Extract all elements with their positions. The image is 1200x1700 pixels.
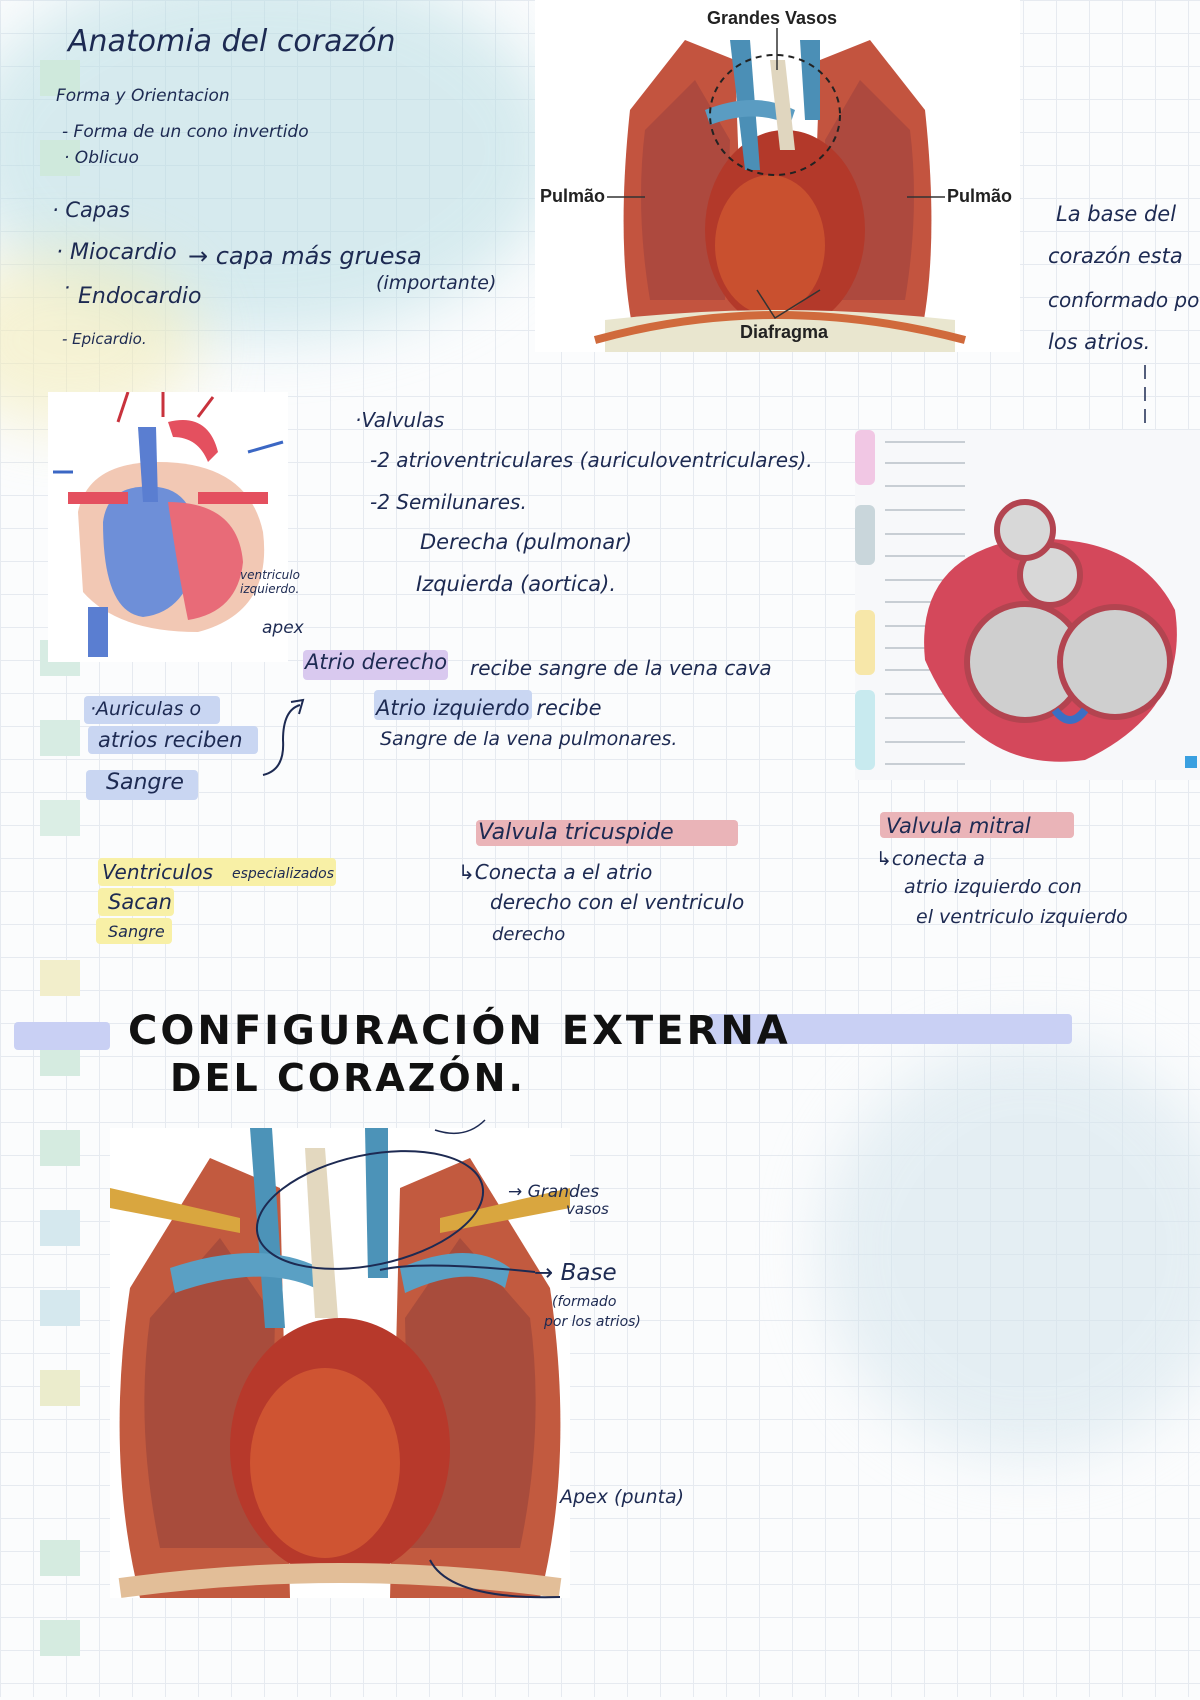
section-title-line-2: DEL CORAZÓN. bbox=[170, 1056, 526, 1100]
highlight-mitral bbox=[880, 812, 1074, 838]
valvulas-line-3: Derecha (pulmonar) bbox=[420, 530, 633, 554]
mitral-heading: Valvula mitral bbox=[886, 814, 1031, 838]
tricuspide-line-2: derecho con el ventriculo bbox=[490, 890, 745, 914]
atrio-izquierdo-line-2: Sangre de la vena pulmonares. bbox=[380, 728, 678, 750]
mitral-line-1: ↳conecta a bbox=[876, 848, 985, 870]
label-pulmao-left: Pulmão bbox=[540, 186, 606, 206]
color-strip bbox=[40, 1210, 80, 1246]
highlight-ventriculos-2 bbox=[98, 888, 174, 916]
forma-line-1: - Forma de un cono invertido bbox=[62, 122, 309, 142]
color-strip bbox=[40, 140, 80, 176]
base-note-line-3: conformado por bbox=[1048, 288, 1200, 312]
capas-heading: · Capas bbox=[52, 198, 131, 222]
mitral-line-2: atrio izquierdo con bbox=[904, 876, 1082, 898]
valvulas-line-4: Izquierda (aortica). bbox=[416, 572, 617, 596]
highlight-auriculas-1 bbox=[84, 696, 220, 724]
section-title-line-1: CONFIGURACIÓN EXTERNA bbox=[128, 1008, 791, 1054]
tricuspide-line-1: ↳Conecta a el atrio bbox=[458, 860, 653, 884]
forma-line-2: · Oblicuo bbox=[64, 148, 139, 168]
notes-title: Anatomia del corazón bbox=[68, 24, 396, 59]
label-pulmao-right: Pulmão bbox=[947, 186, 1013, 206]
arrow-to-atrio bbox=[262, 698, 305, 776]
thorax-figure-top bbox=[535, 0, 1020, 352]
bottom-label-vasos: vasos bbox=[566, 1200, 609, 1218]
valves-figure bbox=[855, 430, 1200, 780]
capa-importante: (importante) bbox=[376, 272, 497, 294]
ventriculos-line-1b: especializados bbox=[232, 866, 335, 882]
highlight-ventriculos-1 bbox=[98, 858, 336, 886]
valves-illustration bbox=[855, 430, 1197, 770]
thorax-illustration-large bbox=[110, 1128, 570, 1598]
auriculas-line-2: atrios reciben bbox=[98, 728, 243, 752]
base-note-line-4: los atrios. bbox=[1048, 330, 1151, 354]
bottom-base-note-1: (formado bbox=[552, 1294, 617, 1310]
base-note-line-1: La base del bbox=[1056, 202, 1177, 226]
bottom-label-grandes: → Grandes bbox=[508, 1182, 600, 1202]
annotation-lines bbox=[255, 1119, 561, 1599]
capa-miocardio-note: → capa más gruesa bbox=[188, 242, 422, 270]
capa-epicardio: - Epicardio. bbox=[62, 330, 147, 348]
thorax-figure-bottom bbox=[110, 1128, 570, 1598]
ventriculos-line-2: Sacan bbox=[108, 890, 172, 914]
valvulas-line-1: -2 atrioventriculares (auriculoventricul… bbox=[370, 448, 813, 472]
ventriculos-line-1: Ventriculos bbox=[102, 860, 213, 884]
highlight-ventriculos-3 bbox=[96, 918, 172, 944]
color-strip bbox=[40, 800, 80, 836]
base-note-line-2: corazón esta bbox=[1048, 244, 1183, 268]
color-strip bbox=[40, 1370, 80, 1406]
color-strip bbox=[40, 1290, 80, 1326]
bottom-base-note-2: por los atrios) bbox=[544, 1314, 641, 1330]
thorax-illustration bbox=[593, 28, 967, 352]
label-diafragma: Diafragma bbox=[740, 322, 829, 342]
valvulas-heading: ·Valvulas bbox=[355, 408, 445, 432]
tricuspide-heading: Valvula tricuspide bbox=[478, 820, 674, 845]
valvulas-line-2: -2 Semilunares. bbox=[370, 490, 527, 514]
highlight-atrio-izquierdo bbox=[374, 690, 532, 720]
forma-heading: Forma y Orientacion bbox=[56, 86, 230, 106]
label-ventriculo-izquierdo: ventriculo izquierdo. bbox=[240, 568, 300, 596]
atrio-derecho-label: Atrio derecho bbox=[305, 650, 448, 674]
color-strip bbox=[40, 1130, 80, 1166]
label-grandes-vasos: Grandes Vasos bbox=[707, 8, 838, 28]
auriculas-line-3: Sangre bbox=[106, 770, 184, 795]
heart-illustration bbox=[53, 392, 284, 657]
heart-flow-diagram bbox=[48, 392, 288, 662]
atrio-derecho-text: recibe sangre de la vena cava bbox=[470, 656, 772, 680]
color-strip bbox=[40, 60, 80, 96]
color-strip bbox=[40, 720, 80, 756]
auriculas-line-1: ·Auriculas o bbox=[90, 698, 202, 720]
capa-endocardio: ˙ Endocardio bbox=[60, 284, 202, 309]
capa-miocardio: · Miocardio bbox=[56, 240, 177, 265]
title-bar-right bbox=[708, 1014, 1072, 1044]
highlight-atrio-derecho bbox=[303, 650, 448, 680]
highlight-auriculas-3 bbox=[86, 770, 198, 800]
highlight-auriculas-2 bbox=[88, 726, 258, 754]
color-strip bbox=[40, 1540, 80, 1576]
bottom-label-apex: Apex (punta) bbox=[560, 1486, 685, 1508]
title-bar-left bbox=[14, 1022, 110, 1050]
mitral-line-3: el ventriculo izquierdo bbox=[916, 906, 1128, 928]
tricuspide-line-3: derecho bbox=[492, 924, 566, 945]
ventriculos-line-3: Sangre bbox=[108, 922, 165, 941]
color-strip bbox=[40, 960, 80, 996]
color-strip bbox=[40, 1620, 80, 1656]
label-apex: apex bbox=[262, 618, 304, 638]
highlight-tricuspide bbox=[476, 820, 738, 846]
bottom-label-base: → Base bbox=[534, 1260, 617, 1286]
watercolor-wash bbox=[820, 1040, 1200, 1460]
atrio-izquierdo-line-1: Atrio izquierdo recibe bbox=[376, 696, 602, 720]
